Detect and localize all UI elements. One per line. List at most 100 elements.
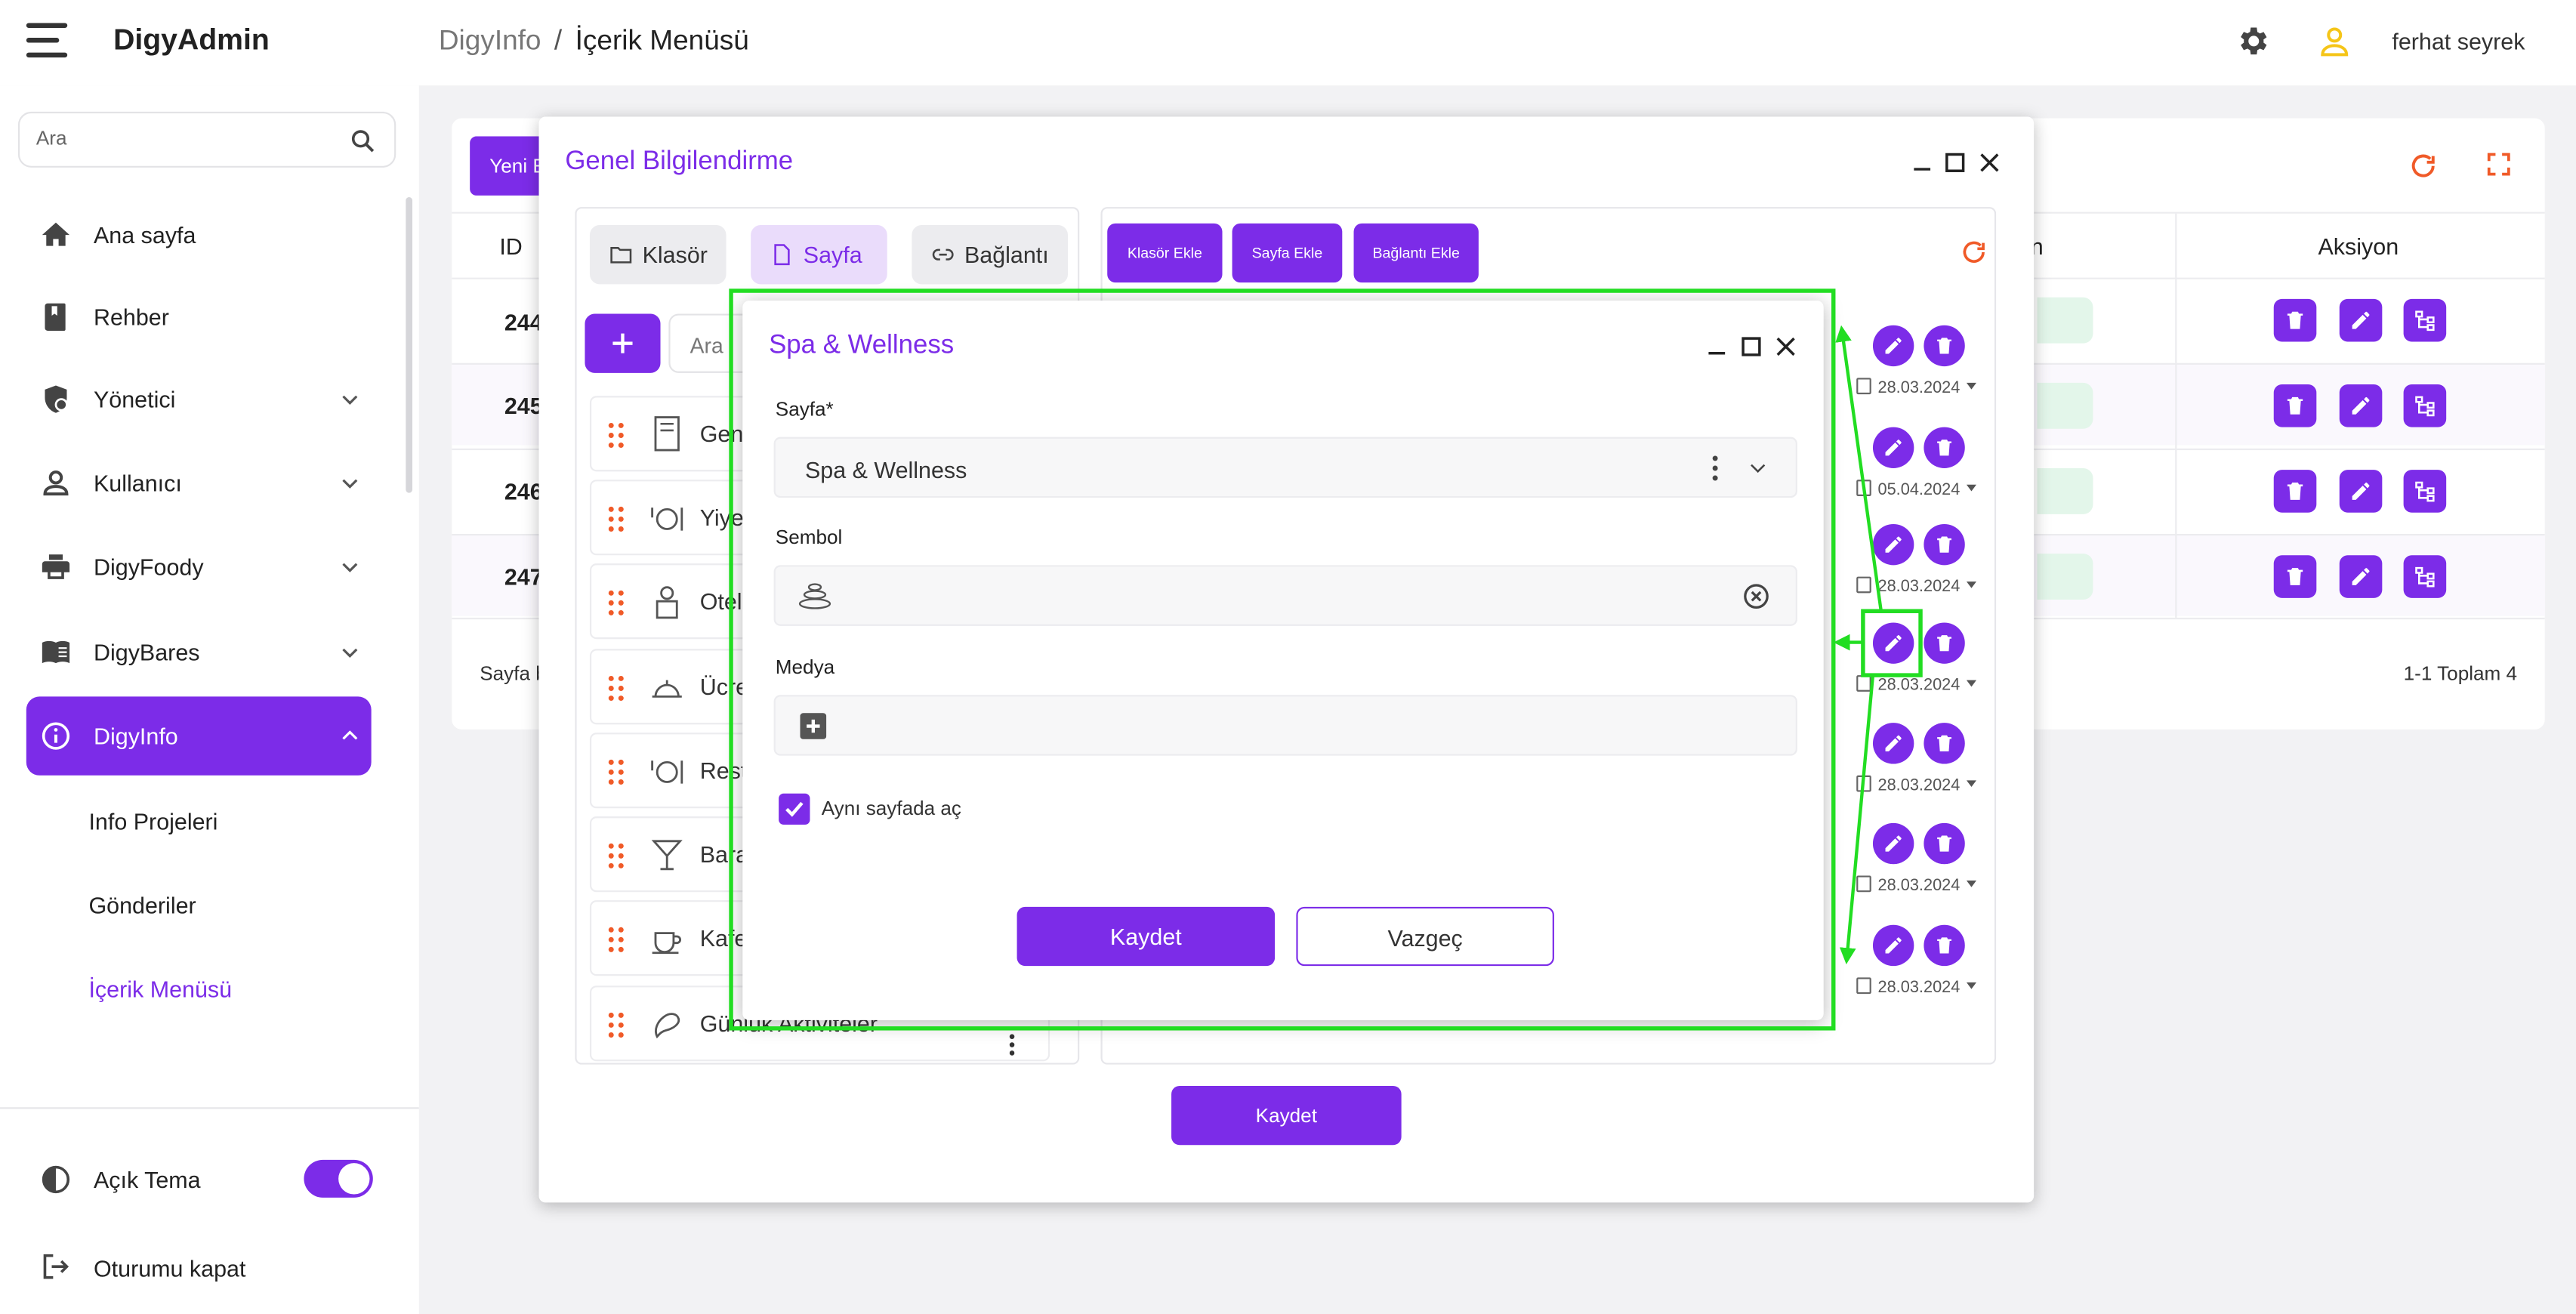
cancel-button[interactable]: Vazgeç <box>1296 906 1554 967</box>
edit-button[interactable] <box>2339 298 2383 342</box>
edit-button[interactable] <box>2339 555 2383 598</box>
edit-button[interactable] <box>1872 723 1914 764</box>
maximize-icon[interactable] <box>1945 153 1965 172</box>
user-name[interactable]: ferhat seyrek <box>2392 27 2525 54</box>
sidebar-item-rehber[interactable]: Rehber <box>26 278 372 356</box>
symbol-picker[interactable] <box>773 565 1797 626</box>
row-date[interactable]: 28.03.2024 <box>1856 675 1977 695</box>
gear-icon[interactable] <box>2235 23 2271 59</box>
drag-handle-icon[interactable] <box>608 422 625 449</box>
edit-button[interactable] <box>1872 325 1914 367</box>
delete-button[interactable] <box>1924 622 1965 664</box>
save-button[interactable]: Kaydet <box>1171 1085 1402 1146</box>
same-page-checkbox[interactable] <box>779 793 810 825</box>
delete-button[interactable] <box>2273 384 2317 427</box>
delete-button[interactable] <box>1924 523 1965 566</box>
drag-handle-icon[interactable] <box>608 759 625 785</box>
edit-button[interactable] <box>1872 523 1914 566</box>
edit-button[interactable] <box>1872 924 1914 967</box>
breadcrumb-parent[interactable]: DigyInfo <box>438 24 541 56</box>
drag-handle-icon[interactable] <box>608 506 625 532</box>
edit-button[interactable] <box>1872 622 1914 664</box>
hamburger-menu-icon[interactable] <box>26 23 68 59</box>
sidebar-item-kullanici[interactable]: Kullanıcı <box>26 443 372 522</box>
row-date[interactable]: 28.03.2024 <box>1856 775 1977 795</box>
add-link-button[interactable]: Bağlantı Ekle <box>1353 223 1479 283</box>
edit-button[interactable] <box>1872 427 1914 468</box>
hierarchy-button[interactable] <box>2403 384 2447 427</box>
sidebar-item-digyfoody[interactable]: DigyFoody <box>26 527 372 606</box>
sidebar-scrollbar[interactable] <box>406 197 413 493</box>
add-page-button[interactable]: Sayfa Ekle <box>1232 223 1343 283</box>
delete-button[interactable] <box>1924 325 1965 367</box>
row-date[interactable]: 28.03.2024 <box>1856 875 1977 896</box>
list-item: 28.03.2024 <box>1824 924 1982 1017</box>
minimize-icon[interactable] <box>1707 337 1726 356</box>
hierarchy-button[interactable] <box>2403 555 2447 598</box>
search-icon[interactable] <box>348 127 378 156</box>
chevron-down-icon[interactable] <box>338 640 361 663</box>
sidebar-subitem-icerik-menusu[interactable]: İçerik Menüsü <box>88 976 233 1002</box>
tab-baglanti[interactable]: Bağlantı <box>912 225 1069 285</box>
refresh-icon[interactable] <box>1960 238 1988 266</box>
sidebar-search-input[interactable] <box>35 126 332 150</box>
sidebar-item-ana-sayfa[interactable]: Ana sayfa <box>26 196 372 274</box>
hierarchy-button[interactable] <box>2403 470 2447 513</box>
chevron-down-icon[interactable] <box>338 471 361 494</box>
fullscreen-icon[interactable] <box>2485 151 2512 177</box>
maximize-icon[interactable] <box>1741 337 1761 356</box>
tree-icon <box>2415 396 2435 417</box>
edit-button[interactable] <box>2339 384 2383 427</box>
table-header-actions: Aksiyon <box>2318 233 2399 260</box>
tab-label: Bağlantı <box>964 241 1049 268</box>
delete-button[interactable] <box>1924 924 1965 967</box>
chevron-up-icon[interactable] <box>338 724 361 747</box>
delete-button[interactable] <box>2273 470 2317 513</box>
theme-toggle[interactable] <box>304 1159 373 1198</box>
tab-sayfa[interactable]: Sayfa <box>751 225 887 285</box>
add-media-icon[interactable] <box>800 713 827 739</box>
more-vertical-icon[interactable] <box>1712 455 1719 482</box>
row-date[interactable]: 28.03.2024 <box>1856 977 1977 997</box>
add-item-button[interactable] <box>585 313 661 373</box>
chevron-down-icon[interactable] <box>338 387 361 410</box>
chevron-down-icon[interactable] <box>1748 458 1768 478</box>
drag-handle-icon[interactable] <box>608 927 625 953</box>
refresh-icon[interactable] <box>2408 151 2438 180</box>
sidebar-item-digybares[interactable]: DigyBares <box>26 612 372 691</box>
clear-icon[interactable] <box>1741 581 1771 611</box>
close-icon[interactable] <box>1979 153 1999 172</box>
edit-button[interactable] <box>2339 470 2383 513</box>
close-icon[interactable] <box>1776 337 1796 356</box>
delete-button[interactable] <box>1924 427 1965 468</box>
delete-button[interactable] <box>2273 555 2317 598</box>
hierarchy-button[interactable] <box>2403 298 2447 342</box>
sidebar-subitem-info-projeleri[interactable]: Info Projeleri <box>88 808 218 835</box>
delete-button[interactable] <box>1924 723 1965 764</box>
tab-klasor[interactable]: Klasör <box>589 225 727 285</box>
page-select[interactable]: Spa & Wellness <box>773 436 1797 498</box>
minimize-icon[interactable] <box>1912 153 1932 172</box>
chevron-down-icon[interactable] <box>338 555 361 578</box>
user-avatar-icon[interactable] <box>2316 23 2352 59</box>
sidebar-subitem-gonderiler[interactable]: Gönderiler <box>88 892 196 919</box>
drag-handle-icon[interactable] <box>608 590 625 616</box>
breadcrumb-separator: / <box>554 24 563 56</box>
drag-handle-icon[interactable] <box>608 1012 625 1038</box>
row-date[interactable]: 05.04.2024 <box>1856 480 1977 499</box>
row-date[interactable]: 28.03.2024 <box>1856 378 1977 397</box>
sidebar-item-yonetici[interactable]: Yönetici <box>26 359 372 438</box>
delete-button[interactable] <box>1924 822 1965 865</box>
add-folder-button[interactable]: Klasör Ekle <box>1107 223 1223 283</box>
more-vertical-icon[interactable] <box>1009 1033 1016 1056</box>
row-date[interactable]: 28.03.2024 <box>1856 576 1977 597</box>
drag-handle-icon[interactable] <box>608 843 625 869</box>
media-picker[interactable] <box>773 695 1797 756</box>
save-button[interactable]: Kaydet <box>1017 906 1276 967</box>
pencil-icon <box>2352 311 2370 329</box>
sidebar-item-digyinfo[interactable]: DigyInfo <box>26 696 372 776</box>
delete-button[interactable] <box>2273 298 2317 342</box>
same-page-label[interactable]: Aynı sayfada aç <box>821 797 961 820</box>
drag-handle-icon[interactable] <box>608 675 625 702</box>
edit-button[interactable] <box>1872 822 1914 865</box>
